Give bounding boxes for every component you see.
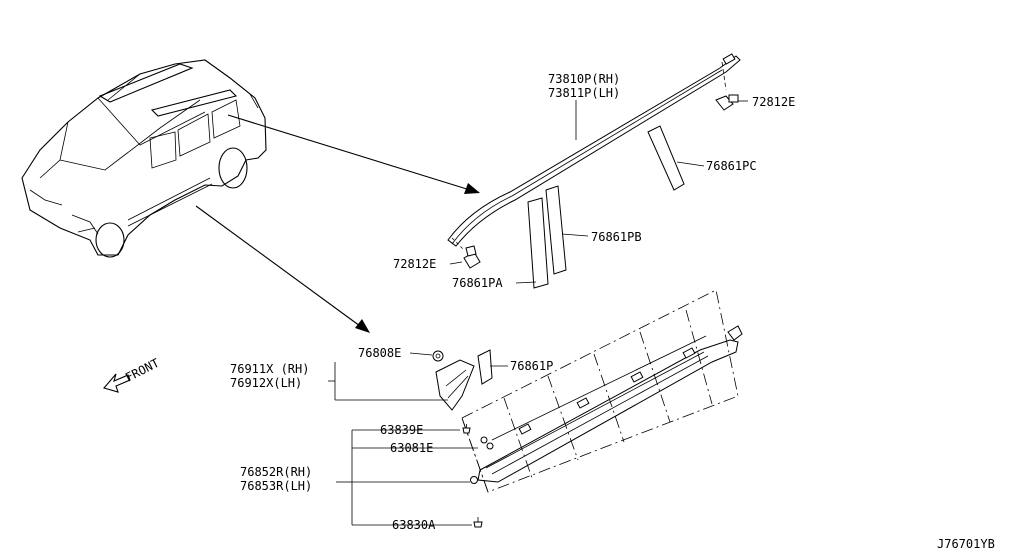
label-76861pc: 76861PC xyxy=(706,159,757,173)
vehicle-illustration xyxy=(21,59,267,258)
fasteners xyxy=(462,424,483,528)
clip-72812e-front xyxy=(449,245,481,269)
label-76808e: 76808E xyxy=(358,346,401,360)
trim-76861p xyxy=(477,349,508,385)
label-76861p: 76861P xyxy=(510,359,553,373)
arrow-head-lower xyxy=(355,319,370,333)
label-76861pa: 76861PA xyxy=(452,276,503,290)
label-76861pb: 76861PB xyxy=(591,230,642,244)
pillar-trim-pa xyxy=(515,197,549,289)
label-63081e: 63081E xyxy=(390,441,433,455)
mud-guard-76911x xyxy=(328,350,475,411)
leader-bracket-76852r xyxy=(336,429,478,526)
label-72812e-front: 72812E xyxy=(393,257,436,271)
pillar-trim-pb xyxy=(545,185,589,275)
label-76852r: 76852R(RH) xyxy=(240,465,312,479)
clip-72812e-rear xyxy=(715,94,748,111)
label-72812e-rear: 72812E xyxy=(752,95,795,109)
pillar-trim-pc xyxy=(647,125,705,191)
label-73811p: 73811P(LH) xyxy=(548,86,620,100)
label-73810p: 73810P(RH) xyxy=(548,72,620,86)
part-labels: 73810P(RH) 73811P(LH) 72812E 76861PC 768… xyxy=(230,72,995,551)
callout-arrows xyxy=(195,114,480,333)
label-76911x: 76911X (RH) xyxy=(230,362,309,376)
label-76853r: 76853R(LH) xyxy=(240,479,312,493)
label-76912x: 76912X(LH) xyxy=(230,376,302,390)
front-label: FRONT xyxy=(123,356,162,385)
diagram-code: J76701YB xyxy=(937,537,995,551)
label-63830a: 63830A xyxy=(392,518,436,532)
label-63839e: 63839E xyxy=(380,423,423,437)
front-direction-indicator: FRONT xyxy=(103,356,162,393)
side-sill-moulding xyxy=(461,289,743,493)
roof-rail-moulding xyxy=(447,53,741,251)
arrow-head-upper xyxy=(464,183,480,194)
